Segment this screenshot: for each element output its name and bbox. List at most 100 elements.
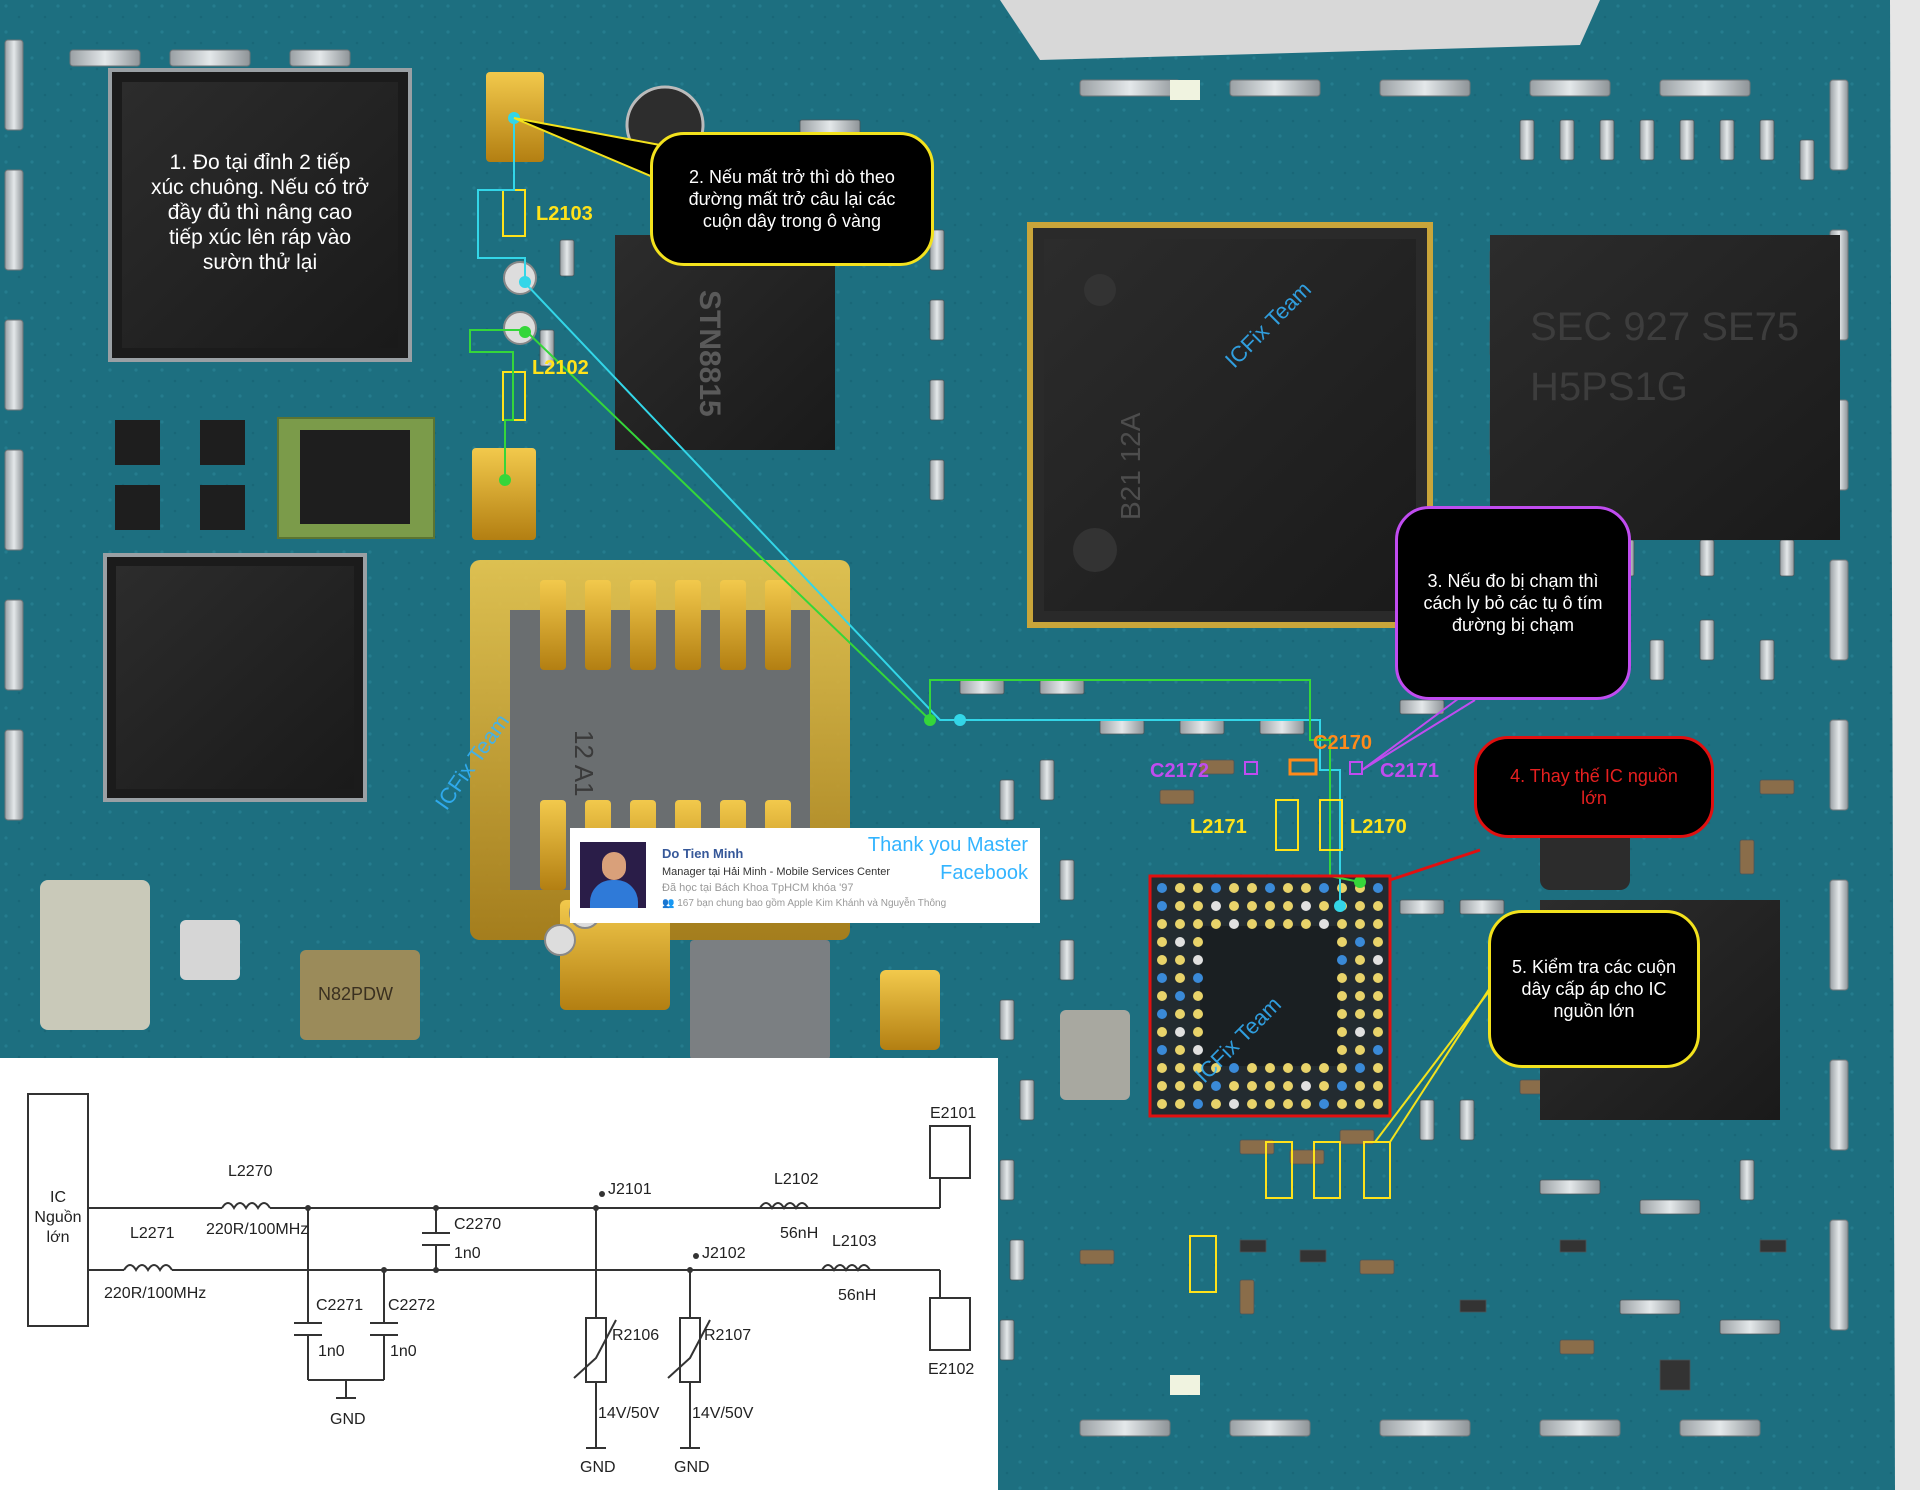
sch-l2103-value: 56nH (838, 1287, 876, 1304)
inductor-l2271 (123, 1264, 173, 1272)
bga-ball (1175, 1081, 1185, 1091)
sch-e2101: E2101 (930, 1105, 976, 1122)
power-ic-bga (1150, 876, 1390, 1116)
bga-ball (1319, 1081, 1329, 1091)
power-ic-highlight (1148, 874, 1392, 1118)
bga-ball (1373, 1045, 1383, 1055)
bga-ball (1157, 1027, 1167, 1037)
bga-ball (1337, 1027, 1347, 1037)
sch-l2103: L2103 (832, 1233, 877, 1250)
bga-ball (1193, 901, 1203, 911)
bga-ball (1193, 973, 1203, 983)
bga-ball (1175, 901, 1185, 911)
bga-ball (1265, 883, 1275, 893)
bga-ball (1373, 883, 1383, 893)
trace-green (469, 329, 1361, 883)
inductor-l2270 (221, 1202, 271, 1210)
bga-ball (1175, 1009, 1185, 1019)
bga-ball (1193, 991, 1203, 1001)
thanks-line1: Thank you Master (867, 834, 1028, 856)
bga-ball (1157, 973, 1167, 983)
bga-ball (1319, 1099, 1329, 1109)
bga-ball (1373, 991, 1383, 1001)
sch-j2101: J2101 (608, 1181, 652, 1198)
bga-ball (1337, 1045, 1347, 1055)
pad-e2101 (929, 1125, 971, 1179)
svg-text:STN8815: STN8815 (693, 290, 726, 417)
bga-ball (1193, 955, 1203, 965)
sch-gnd-2: GND (580, 1459, 616, 1476)
bga-ball (1229, 919, 1239, 929)
sch-r2106-value: 14V/50V (598, 1405, 660, 1422)
sch-j2102: J2102 (702, 1245, 746, 1262)
callout-4: 4. Thay thế IC nguồn lớn (1474, 736, 1714, 838)
sch-c2271-value: 1n0 (318, 1343, 345, 1360)
sch-gnd-1: GND (330, 1411, 366, 1428)
sch-gnd-3: GND (674, 1459, 710, 1476)
bga-ball (1337, 1099, 1347, 1109)
bga-ball (1319, 901, 1329, 911)
label-l2171: L2171 (1190, 816, 1247, 838)
chip-st: STN8815 (615, 235, 835, 450)
profile-name[interactable]: Do Tien Minh (662, 846, 744, 861)
bga-ball (1373, 1063, 1383, 1073)
bga-ball (1265, 1081, 1275, 1091)
thanks-line2: Facebook (940, 862, 1028, 884)
bga-ball (1319, 919, 1329, 929)
bga-ball (1373, 901, 1383, 911)
bga-ball (1193, 1027, 1203, 1037)
bga-ball (1193, 883, 1203, 893)
bga-ball (1247, 901, 1257, 911)
bga-ball (1157, 937, 1167, 947)
friends-icon: 👥 (662, 898, 678, 909)
note-1: 1. Đo tại đỉnh 2 tiếp xúc chuông. Nếu có… (150, 151, 370, 274)
bga-ball (1157, 1009, 1167, 1019)
sch-c2272-value: 1n0 (390, 1343, 417, 1360)
profile-school: Đã học tại Bách Khoa TpHCM khóa '97 (662, 882, 854, 894)
bga-ball (1355, 901, 1365, 911)
bga-ball (1193, 1009, 1203, 1019)
sch-l2271-value: 220R/100MHz (104, 1285, 206, 1302)
bga-ball (1193, 919, 1203, 929)
bga-ball (1283, 1099, 1293, 1109)
label-l2102: L2102 (532, 357, 589, 379)
sch-c2271: C2271 (316, 1297, 363, 1314)
sch-r2107-value: 14V/50V (692, 1405, 754, 1422)
svg-text:N82PDW: N82PDW (318, 984, 393, 1004)
bga-ball (1175, 973, 1185, 983)
bga-ball (1193, 1081, 1203, 1091)
edge-shields (4, 39, 1849, 1437)
bga-ball (1337, 1063, 1347, 1073)
callout-3: 3. Nếu đo bị chạm thì cách ly bỏ các tụ … (1395, 506, 1631, 700)
sch-r2106: R2106 (612, 1327, 659, 1344)
sch-c2270-value: 1n0 (454, 1245, 481, 1262)
facebook-card[interactable]: Do Tien Minh Manager tại Hải Minh - Mobi… (570, 828, 1040, 923)
bga-ball (1265, 1099, 1275, 1109)
callout-2: 2. Nếu mất trở thì dò theo đường mất trở… (650, 132, 934, 266)
bga-ball (1157, 955, 1167, 965)
bga-ball (1175, 919, 1185, 929)
label-c2170: C2170 (1313, 732, 1372, 754)
bga-ball (1265, 901, 1275, 911)
bga-ball (1283, 1063, 1293, 1073)
bga-ball (1319, 1063, 1329, 1073)
bga-ball (1247, 883, 1257, 893)
mutual-friends-text: 167 bạn chung bao gồm Apple Kim Khánh và… (677, 898, 947, 909)
mutual-friends: 👥 167 bạn chung bao gồm Apple Kim Khánh … (662, 898, 946, 909)
sch-l2270: L2270 (228, 1163, 273, 1180)
bga-ball (1373, 973, 1383, 983)
green-module (115, 417, 435, 539)
bga-ball (1319, 883, 1329, 893)
label-c2171: C2171 (1380, 760, 1439, 782)
bga-ball (1157, 991, 1167, 1001)
chip-top-left (108, 68, 412, 362)
bga-ball (1373, 1099, 1383, 1109)
sch-e2102: E2102 (928, 1361, 974, 1378)
bga-ball (1247, 1063, 1257, 1073)
bga-ball (1211, 1081, 1221, 1091)
bga-ball (1193, 937, 1203, 947)
inductor-highlights (1189, 1141, 1391, 1293)
bga-ball (1337, 973, 1347, 983)
avatar[interactable] (580, 842, 646, 908)
bga-ball (1301, 1099, 1311, 1109)
